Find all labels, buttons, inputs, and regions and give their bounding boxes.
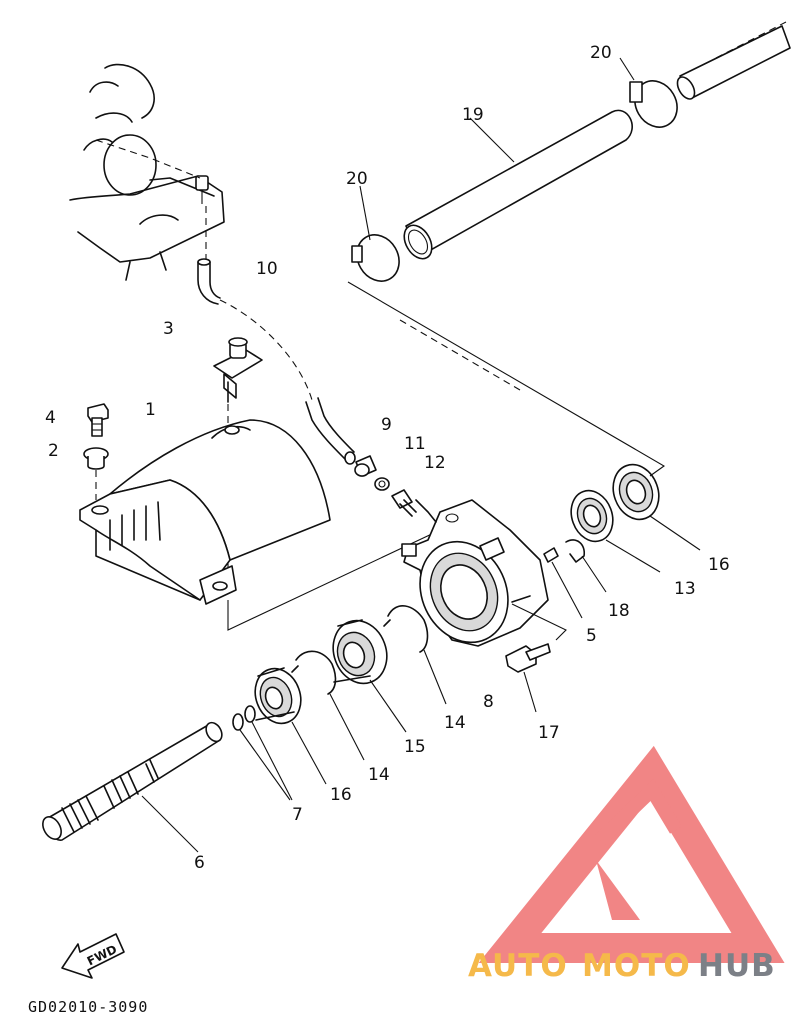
o-rings-7 [232,705,293,801]
pin-5 [543,547,559,563]
leader-16-right [649,515,701,551]
screw-12 [391,489,417,517]
callout-6: 6 [194,853,205,873]
callout-9: 9 [381,415,392,435]
clip-11 [374,477,390,491]
watermark-hub: HUB [698,948,776,984]
cover-leader [227,531,437,631]
clip-18 [565,539,607,593]
bolt-4 [87,403,109,437]
bearing-13 [570,489,614,543]
drive-shaft [42,721,223,853]
housing-leader-8 [511,603,567,641]
tube-end [676,21,791,100]
callout-2: 2 [48,441,59,461]
callout-10: 10 [256,259,278,279]
tube-19 [403,109,633,260]
bearing-15 [332,619,407,733]
housing-leader [95,139,201,179]
watermark-moto: MOTO [582,948,691,984]
callout-20-left: 20 [346,169,368,189]
engine-housing-outline [69,63,225,281]
callout-15: 15 [404,737,426,757]
callout-16-right: 16 [708,555,730,575]
callout-14-lower: 14 [368,765,390,785]
watermark-auto: AUTO [468,948,568,984]
circlip-14-lower [291,650,365,761]
callout-5: 5 [586,626,597,646]
callout-14-upper: 14 [444,713,466,733]
callout-11: 11 [404,434,426,454]
forward-arrow-icon: FWD [61,933,125,979]
callout-20-right: 20 [590,43,612,63]
callout-labels: 1 2 3 4 5 6 7 8 9 10 11 12 13 14 14 15 1… [45,43,730,873]
tube-axis-leader [347,281,666,477]
bearing-housing [401,499,549,647]
callout-7: 7 [292,805,303,825]
callout-19: 19 [462,105,484,125]
seal-16-lower [254,667,327,785]
collar-2 [83,447,109,470]
leader-13 [605,539,661,573]
diagram-code: GD02010-3090 [28,998,148,1016]
hose-fitting [213,337,263,403]
pin-leader [551,561,583,619]
clamp-20-left [351,185,400,282]
breather-hose [197,258,356,465]
bolt-17 [505,643,551,713]
callout-3: 3 [163,319,174,339]
shaft-cover [79,419,331,605]
callout-18: 18 [608,601,630,621]
nipple-9 [354,455,377,477]
callout-4: 4 [45,408,56,428]
callout-8: 8 [483,692,494,712]
callout-13: 13 [674,579,696,599]
tube-axis-dash [399,319,521,391]
clamp-20-right [619,57,678,128]
callout-12: 12 [424,453,446,473]
circlip-14-upper [383,605,447,705]
callout-1: 1 [145,400,156,420]
automotohub-logo-icon [478,745,785,963]
callout-16-lower: 16 [330,785,352,805]
bearing-16-right [612,463,660,521]
callout-17: 17 [538,723,560,743]
